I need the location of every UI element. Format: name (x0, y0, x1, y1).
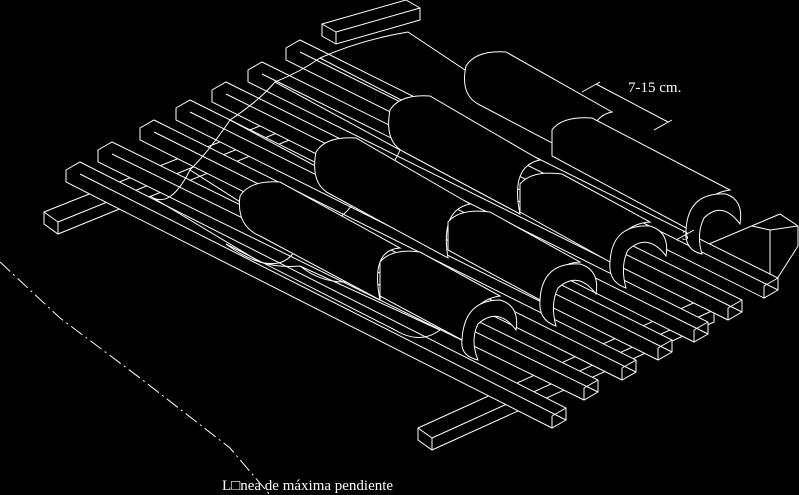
tile-row-2-b (447, 210, 598, 327)
slope-label: L□nea de máxima pendiente (222, 478, 393, 494)
overlap-dimension (581, 81, 673, 131)
tile-row-3-b (519, 172, 668, 289)
small-dimension-label: 3 (682, 228, 689, 243)
small-dimension (675, 229, 695, 241)
slope-line (0, 261, 271, 495)
tile-row-1-b (379, 250, 518, 361)
tile-row-4-b (551, 117, 742, 255)
tile-row-3-a (388, 95, 542, 215)
overlap-label: 7-15 cm. (628, 80, 681, 96)
batten-1 (65, 161, 567, 429)
top-beam (321, 0, 421, 45)
cover-tiles (238, 51, 742, 361)
